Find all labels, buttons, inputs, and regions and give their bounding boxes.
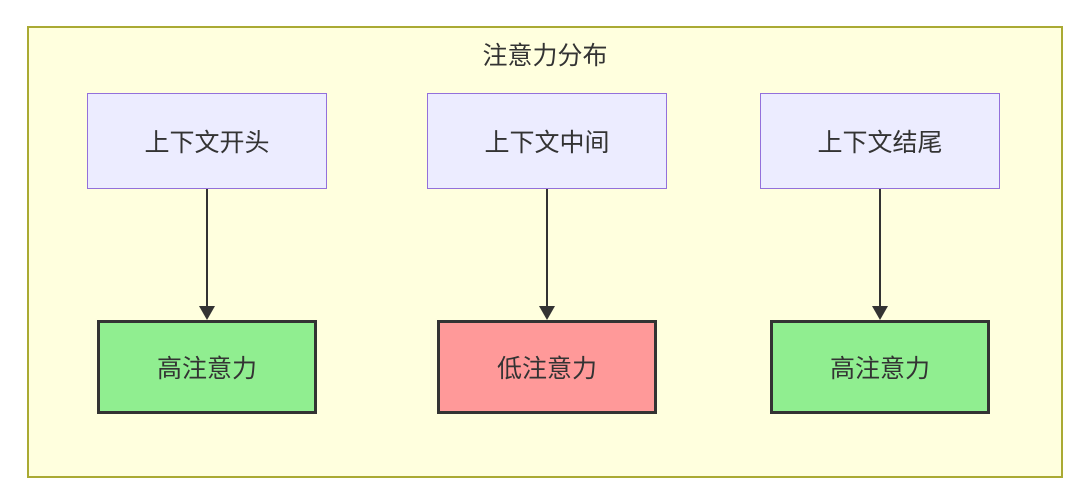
arrow-shaft [206,189,208,308]
node-context-middle: 上下文中间 [427,93,667,189]
arrowhead-down-icon [872,306,888,320]
arrow-end-to-high-icon [872,189,888,320]
arrow-middle-to-low-icon [539,189,555,320]
arrowhead-down-icon [539,306,555,320]
arrow-shaft [879,189,881,308]
arrow-shaft [546,189,548,308]
node-context-end: 上下文结尾 [760,93,1000,189]
node-high-attention-2: 高注意力 [770,320,990,414]
node-high-attention-1: 高注意力 [97,320,317,414]
node-context-start: 上下文开头 [87,93,327,189]
arrow-start-to-high-icon [199,189,215,320]
node-low-attention: 低注意力 [437,320,657,414]
arrowhead-down-icon [199,306,215,320]
subgraph-title: 注意力分布 [482,42,608,70]
